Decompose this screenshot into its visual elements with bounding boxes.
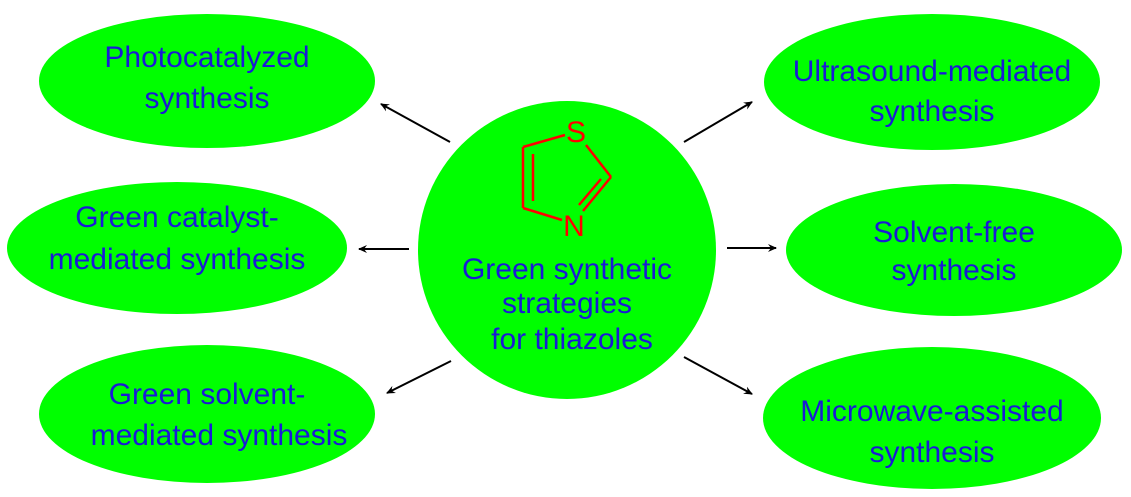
node-microwave: Microwave-assisted synthesis xyxy=(763,347,1101,489)
node-ultrasound: Ultrasound-mediated synthesis xyxy=(764,14,1100,150)
nitrogen-atom-label: N xyxy=(563,210,585,243)
node-solvent-free-line-2: synthesis xyxy=(891,254,1016,287)
node-photocatalyzed-line-2: synthesis xyxy=(144,82,269,115)
arrow-to-ultrasound xyxy=(683,101,753,143)
node-photocatalyzed-line-1: Photocatalyzed xyxy=(104,41,309,74)
node-green-catalyst-line-1: Green catalyst- xyxy=(75,201,278,234)
node-solvent-free: Solvent-free synthesis xyxy=(786,184,1122,316)
node-microwave-line-2: synthesis xyxy=(869,436,994,469)
arrow-to-photocatalyzed xyxy=(380,103,451,143)
node-green-solvent: Green solvent- mediated synthesis xyxy=(39,345,375,483)
node-photocatalyzed: Photocatalyzed synthesis xyxy=(39,14,375,148)
center-label-line-3: for thiazoles xyxy=(491,323,653,356)
node-ultrasound-line-2: synthesis xyxy=(869,95,994,128)
sulfur-atom-label: S xyxy=(566,116,586,149)
center-circle xyxy=(418,101,716,399)
node-green-catalyst: Green catalyst- mediated synthesis xyxy=(7,182,347,314)
thiazole-ring-icon: S N xyxy=(521,116,612,243)
arrow-to-microwave xyxy=(683,356,753,395)
center-label-line-2: strategies xyxy=(502,287,632,320)
node-green-solvent-line-2: mediated synthesis xyxy=(91,419,348,452)
arrows xyxy=(358,101,777,395)
node-green-catalyst-line-2: mediated synthesis xyxy=(49,243,306,276)
node-microwave-line-1: Microwave-assisted xyxy=(800,395,1063,428)
center-node: S N Green synthetic strategies for thiaz… xyxy=(418,101,716,399)
arrow-to-green-solvent xyxy=(386,360,452,394)
node-solvent-free-line-1: Solvent-free xyxy=(873,216,1035,249)
center-label-line-1: Green synthetic xyxy=(462,253,672,286)
node-green-solvent-line-1: Green solvent- xyxy=(109,378,306,411)
node-ultrasound-line-1: Ultrasound-mediated xyxy=(793,55,1071,88)
